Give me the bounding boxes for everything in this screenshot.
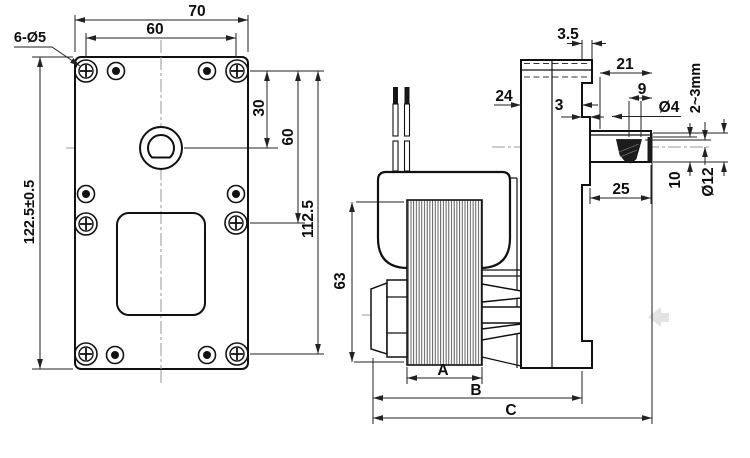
shaft-end-cap: [647, 137, 651, 162]
front-view: 70 60 6-Ø5 30 60 112.5 122.5±0.: [14, 3, 324, 384]
stator-bolts: [481, 269, 522, 367]
dim-label-coil-width: A: [437, 362, 448, 379]
dim-label-screw-callout: 6-Ø5: [14, 30, 46, 46]
phillips-screws: [74, 59, 249, 366]
screw-big: [74, 59, 98, 83]
dim-label-boss-length: 25: [612, 181, 630, 198]
dim-label-shaft-to-top: 30: [251, 99, 268, 116]
dim-label-boss-length-outer: 21: [616, 56, 634, 73]
screw-big: [74, 342, 98, 366]
screw-small: [106, 61, 126, 81]
dim-label-screw-spacing-v: 60: [280, 128, 297, 145]
coil-winding: [406, 199, 483, 366]
front-dimensions: 70 60 6-Ø5 30 60 112.5 122.5±0.: [14, 3, 324, 370]
dim-label-shaft-dia: Ø4: [659, 99, 680, 116]
motor-shaft: [481, 306, 522, 324]
dim-label-knurl-length: 9: [638, 81, 647, 98]
screw-big: [224, 211, 248, 235]
screw-small: [226, 184, 246, 204]
output-shaft-front: [139, 126, 183, 170]
dim-label-mount-span: 112.5: [300, 200, 317, 238]
side-dimensions: 3.5 24 3 21 9 Ø4 2~3mm: [332, 26, 728, 424]
pin-screws: [76, 61, 246, 365]
cover-cutout: [116, 212, 206, 316]
dim-label-flange-thickness: 3: [555, 97, 564, 114]
screw-big: [74, 212, 98, 236]
side-view: 3.5 24 3 21 9 Ø4 2~3mm: [332, 26, 728, 424]
screw-small: [197, 345, 217, 365]
dim-label-boss-dia: Ø12: [700, 167, 717, 196]
screw-small: [197, 61, 217, 81]
screw-small: [105, 345, 125, 365]
dim-label-worm-note: 2~3mm: [688, 63, 704, 113]
dim-label-overall-width: 70: [188, 3, 205, 20]
end-bracket: [370, 279, 408, 358]
screw-big: [225, 342, 249, 366]
dim-label-screw-spacing-h: 60: [146, 21, 163, 38]
dim-label-gearbox-depth: 24: [495, 88, 513, 105]
d-bore: [147, 134, 175, 159]
gearbox-housing: [520, 59, 593, 369]
dim-label-shaft-drop: 10: [667, 171, 684, 188]
dim-label-body-length: B: [470, 382, 481, 399]
lead-wires: [392, 87, 411, 172]
screw-small: [76, 184, 96, 204]
watermark-arrow: [648, 307, 669, 327]
output-boss: [589, 130, 652, 164]
dim-label-overall-length: C: [505, 402, 516, 419]
screw-big: [225, 59, 249, 83]
dim-label-stator-height: 63: [332, 272, 349, 290]
dim-label-overall-height: 122.5±0.5: [22, 180, 38, 244]
dim-label-top-tab: 3.5: [557, 26, 579, 43]
